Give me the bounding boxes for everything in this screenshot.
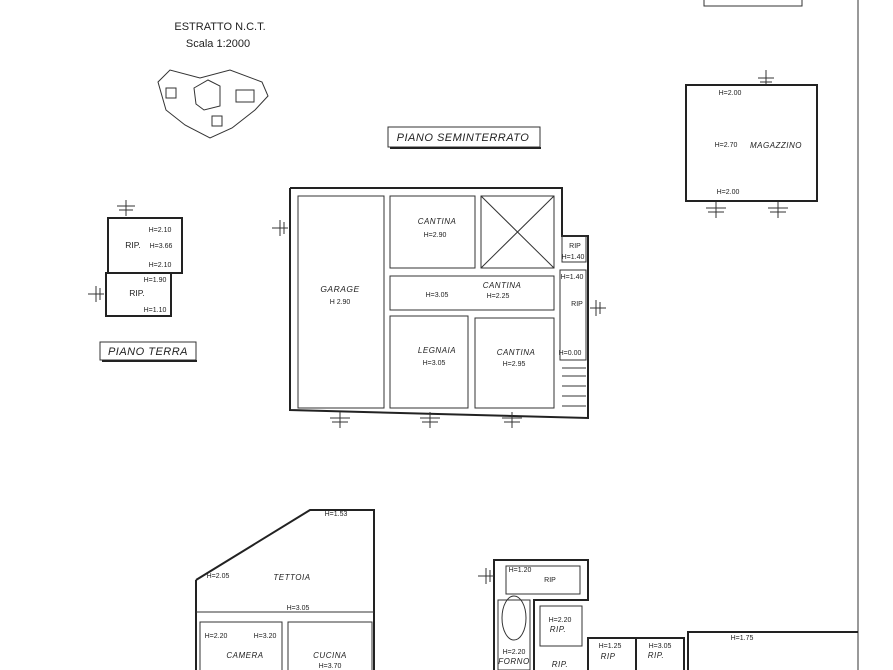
header-title: ESTRATTO N.C.T.	[174, 21, 265, 33]
cantina3-height: H=2.95	[503, 361, 526, 368]
arrow-icon	[758, 70, 774, 84]
arrow-icon	[272, 220, 288, 236]
stair-hatch	[562, 367, 586, 407]
garage-label: GARAGE	[320, 284, 359, 294]
rip-right-h2: H=2.20	[549, 617, 572, 624]
ground-right-plan: H=1.20 RIP H=2.20 FORNO H=2.20 RIP. RIP.…	[478, 559, 858, 670]
oven-dome	[501, 595, 527, 641]
legnaia-height: H=3.05	[423, 360, 446, 367]
arrow-icon	[478, 568, 494, 584]
cucina-height: H=3.70	[319, 663, 342, 670]
cantina2-label: CANTINA	[483, 281, 522, 290]
cadastral-map-extract	[157, 69, 269, 139]
camera-h2: H=3.20	[254, 633, 277, 640]
rip-right-h3: H=1.25	[599, 643, 622, 650]
cantina3-label: CANTINA	[497, 348, 536, 357]
forno-label: FORNO	[498, 657, 529, 666]
cucina-label: CUCINA	[313, 651, 347, 660]
basement-plan: GARAGE H 2.90 CANTINA H=2.90 H=3.05 CANT…	[272, 187, 606, 428]
camera-h1: H=2.20	[205, 633, 228, 640]
rip-right-label-5: RIP.	[648, 651, 665, 660]
section-label-terra: PIANO TERRA	[99, 341, 197, 362]
magazzino-plan: H=2.00 H=2.70 MAGAZZINO H=2.00	[685, 70, 818, 218]
tettoia-h-mid: H=3.05	[287, 605, 310, 612]
rip1-label: RIP	[569, 243, 581, 250]
section-label-seminterrato: PIANO SEMINTERRATO	[387, 126, 541, 149]
camera-label: CAMERA	[226, 651, 263, 660]
rip-label-2: RIP.	[129, 288, 144, 298]
cropped-box-top	[703, 0, 803, 7]
cantina1-label: CANTINA	[418, 217, 457, 226]
rip-small-plan: RIP. H=2.10 H=3.66 H=2.10 H=1.90 RIP. H=…	[88, 200, 183, 317]
arrow-icon	[420, 412, 440, 428]
rip-h1: H=2.10	[149, 227, 172, 234]
cantina2-height: H=2.25	[487, 293, 510, 300]
void-cross	[480, 195, 555, 269]
tettoia-h-left: H=2.05	[207, 573, 230, 580]
rip-right-label-1: RIP	[544, 577, 556, 584]
rip-right-h1: H=1.20	[509, 567, 532, 574]
tettoia-h-top: H=1.53	[325, 511, 348, 518]
tettoia-label: TETTOIA	[273, 573, 310, 582]
rip-right-label-3: RIP.	[552, 660, 569, 669]
arrow-icon	[590, 300, 606, 316]
rip-h3: H=2.10	[149, 262, 172, 269]
rip-right-h4: H=3.05	[649, 643, 672, 650]
rip-h4: H=1.90	[144, 277, 167, 284]
section-title-seminterrato: PIANO SEMINTERRATO	[397, 132, 530, 144]
arrow-icon	[88, 286, 104, 302]
header-scale: Scala 1:2000	[186, 38, 250, 50]
rip2-label: RIP	[571, 301, 583, 308]
magazzino-h-mid: H=2.70	[715, 142, 738, 149]
rip1-height: H=1.40	[562, 254, 585, 261]
cantina1-height: H=2.90	[424, 232, 447, 239]
corridor-height: H=3.05	[426, 292, 449, 299]
rip-right-label-2: RIP.	[550, 625, 567, 634]
rip2-height: H=1.40	[561, 274, 584, 281]
ground-left-plan: H=1.53 H=2.05 TETTOIA H=3.05 H=2.20 H=3.…	[195, 509, 375, 670]
magazzino-h-bottom: H=2.00	[717, 189, 740, 196]
magazzino-h-top: H=2.00	[719, 90, 742, 97]
garage-height: H 2.90	[330, 299, 351, 306]
rip-h2: H=3.66	[150, 243, 173, 250]
magazzino-label: MAGAZZINO	[750, 141, 802, 150]
arrow-icon	[706, 202, 726, 218]
arrow-icon	[117, 200, 135, 216]
rip-h5: H=1.10	[144, 307, 167, 314]
arrow-icon	[768, 202, 788, 218]
rip3-height: H=0.00	[559, 350, 582, 357]
section-title-terra: PIANO TERRA	[108, 346, 188, 358]
rip-right-label-4: RIP	[601, 652, 616, 661]
rip-label-1: RIP.	[125, 240, 140, 250]
arrow-icon	[330, 412, 350, 428]
forno-h: H=2.20	[503, 649, 526, 656]
rip-right-h5: H=1.75	[731, 635, 754, 642]
arrow-icon	[502, 412, 522, 428]
legnaia-label: LEGNAIA	[418, 346, 456, 355]
